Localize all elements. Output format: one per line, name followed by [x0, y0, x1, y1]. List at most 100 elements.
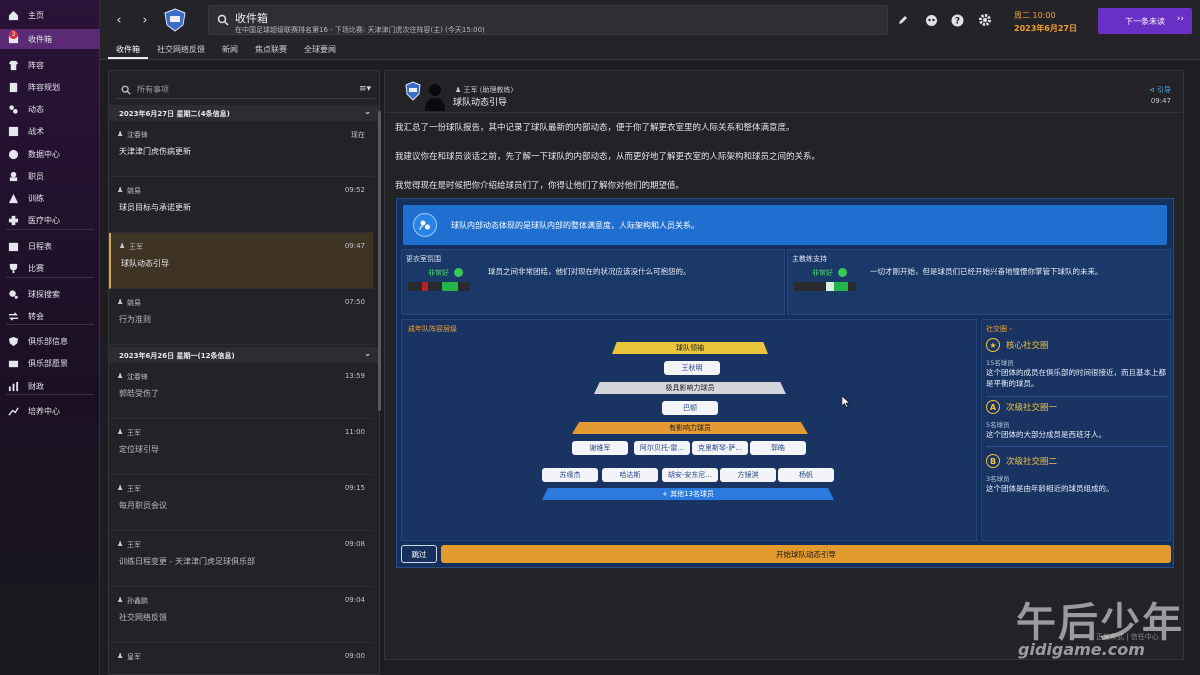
tab-focus-league[interactable]: 焦点联赛	[255, 45, 287, 54]
letter-b-icon: B	[986, 454, 1000, 468]
sidebar-item-3[interactable]: 阵容规划	[0, 77, 100, 97]
edit-icon[interactable]	[896, 13, 910, 27]
message-time: 09:04	[344, 596, 365, 604]
message-subject: 球队动态引导	[453, 98, 508, 108]
sender-name: 王军	[127, 485, 141, 493]
start-dynamics-guide-button[interactable]: 开始球队动态引导	[441, 545, 1171, 563]
next-unread-label: 下一条未读	[1125, 16, 1165, 26]
sidebar-item-16[interactable]: 财政	[0, 376, 100, 396]
team-dynamics-card: 球队内部动态体现的是球队内部的整体满意度，人际架构和人员关系。 更衣室氛围 非常…	[396, 198, 1174, 568]
message-time: 11:00	[344, 428, 365, 436]
sidebar-item-5[interactable]: 战术	[0, 121, 100, 141]
sidebar-item-11[interactable]: 比赛	[0, 258, 100, 278]
club-crest-icon[interactable]	[164, 8, 186, 32]
guide-link[interactable]: ⊲ 引导	[1148, 86, 1171, 94]
sidebar-item-12[interactable]: 球探搜索	[0, 284, 100, 304]
player-chip[interactable]: 谢维军	[572, 441, 628, 455]
scouting-icon	[6, 287, 20, 301]
social-groups: 社交圈 › ★ 核心社交圈 15名球员 这个团体的成员在俱乐部的时间很接近，而且…	[981, 319, 1171, 541]
forward-button[interactable]: ›	[142, 12, 148, 28]
message-time: 07:50	[344, 298, 365, 306]
fm-logo-icon[interactable]	[924, 13, 938, 27]
sidebar-item-label: 培养中心	[28, 406, 60, 416]
staff-icon	[6, 169, 20, 183]
sidebar-item-label: 比赛	[28, 263, 44, 273]
medical-icon	[6, 213, 20, 227]
list-filter[interactable]: 所有事项	[115, 81, 375, 99]
other-players-tier[interactable]: + 其他13名球员	[542, 488, 834, 500]
sidebar-item-6[interactable]: 数据中心	[0, 144, 100, 164]
back-button[interactable]: ‹	[116, 12, 122, 28]
group-count: 15名球员	[986, 359, 1014, 367]
sidebar-item-label: 日程表	[28, 241, 52, 251]
sidebar-item-label: 俱乐部信息	[28, 336, 68, 346]
message-subject: 郭皓受伤了	[119, 389, 159, 398]
social-group-b: B 次级社交圈二 3名球员 这个团体是由年龄相近的球员组成的。	[986, 454, 1168, 514]
next-unread-button[interactable]: 下一条未读 ››	[1098, 8, 1192, 34]
help-icon[interactable]: ?	[950, 13, 964, 27]
chevrons-right-icon: ››	[1176, 14, 1184, 24]
sidebar-item-4[interactable]: 动态	[0, 99, 100, 119]
tab-news[interactable]: 新闻	[222, 45, 238, 54]
player-chip[interactable]: 阿尔贝托-雷...	[634, 441, 690, 455]
group-name[interactable]: 核心社交圈	[1006, 341, 1049, 351]
context-bar[interactable]: 收件箱 在中国足球超级联赛排名第16 - 下场比赛: 天津津门虎次往阵容(主) …	[208, 5, 888, 35]
sidebar-item-2[interactable]: 阵容	[0, 55, 100, 75]
tab-world-news[interactable]: 全球要闻	[304, 45, 336, 54]
sidebar-item-7[interactable]: 职员	[0, 166, 100, 186]
trophy-icon	[6, 261, 20, 275]
player-chip[interactable]: 苏缘杰	[542, 468, 598, 482]
message-time: 09:08	[344, 540, 365, 548]
dressing-room-atmosphere: 更衣室氛围 非常好 球员之间非常团结，他们对现在的状况应该没什么可抱怨的。	[401, 249, 785, 315]
sidebar-item-14[interactable]: 俱乐部信息	[0, 331, 100, 351]
player-chip[interactable]: 克里斯琴-萨...	[692, 441, 748, 455]
tier-highly-influential: 极具影响力球员	[594, 382, 786, 394]
skip-button[interactable]: 跳过	[401, 545, 437, 563]
tab-social-feedback[interactable]: 社交网络反馈	[157, 45, 205, 54]
tab-inbox[interactable]: 收件箱	[116, 45, 140, 54]
player-chip[interactable]: 胡安-安东尼...	[662, 468, 718, 482]
player-chip[interactable]: 方镜淇	[720, 468, 776, 482]
sidebar-item-10[interactable]: 日程表	[0, 236, 100, 256]
filter-label: 所有事项	[137, 85, 169, 94]
sidebar-item-17[interactable]: 培养中心	[0, 401, 100, 421]
social-groups-link[interactable]: 社交圈 ›	[986, 325, 1013, 333]
sender-name[interactable]: ♟ 王军 (助理教练)	[455, 86, 514, 94]
group-name[interactable]: 次级社交圈二	[1006, 457, 1058, 467]
player-chip[interactable]: 王秋明	[664, 361, 720, 375]
tier-influential: 有影响力球员	[572, 422, 808, 434]
sender-name: 王军	[127, 429, 141, 437]
player-chip[interactable]: 杨帆	[778, 468, 834, 482]
group-name[interactable]: 次级社交圈一	[1006, 403, 1058, 413]
date-group-header[interactable]: 2023年6月26日 星期一(12条信息)⌄	[109, 347, 379, 363]
list-item[interactable]: ♟沈春锋现在天津津门虎伤病更新	[109, 121, 373, 177]
date-group-header[interactable]: 2023年6月27日 星期二(4条信息)⌄	[109, 105, 379, 121]
group-description: 这个团体的大部分成员是西班牙人。	[986, 430, 1106, 439]
sidebar-item-13[interactable]: 转会	[0, 306, 100, 326]
list-scrollbar[interactable]	[378, 111, 381, 411]
list-menu-icon[interactable]: ≡▾	[359, 84, 372, 94]
active-tab-underline	[108, 57, 148, 59]
sidebar-item-9[interactable]: 医疗中心	[0, 210, 100, 230]
sidebar-item-8[interactable]: 训练	[0, 188, 100, 208]
sidebar-item-15[interactable]: 俱乐部愿景	[0, 353, 100, 373]
settings-gear-icon[interactable]	[978, 13, 992, 27]
sidebar-item-label: 收件箱	[28, 34, 52, 44]
player-chip[interactable]: 哈达斯	[602, 468, 658, 482]
group-count: 3名球员	[986, 475, 1010, 483]
player-chip[interactable]: 郭皓	[750, 441, 806, 455]
sidebar-item-0[interactable]: 主页	[0, 5, 100, 25]
player-chip[interactable]: 巴顿	[662, 401, 718, 415]
support-meter	[794, 282, 856, 291]
